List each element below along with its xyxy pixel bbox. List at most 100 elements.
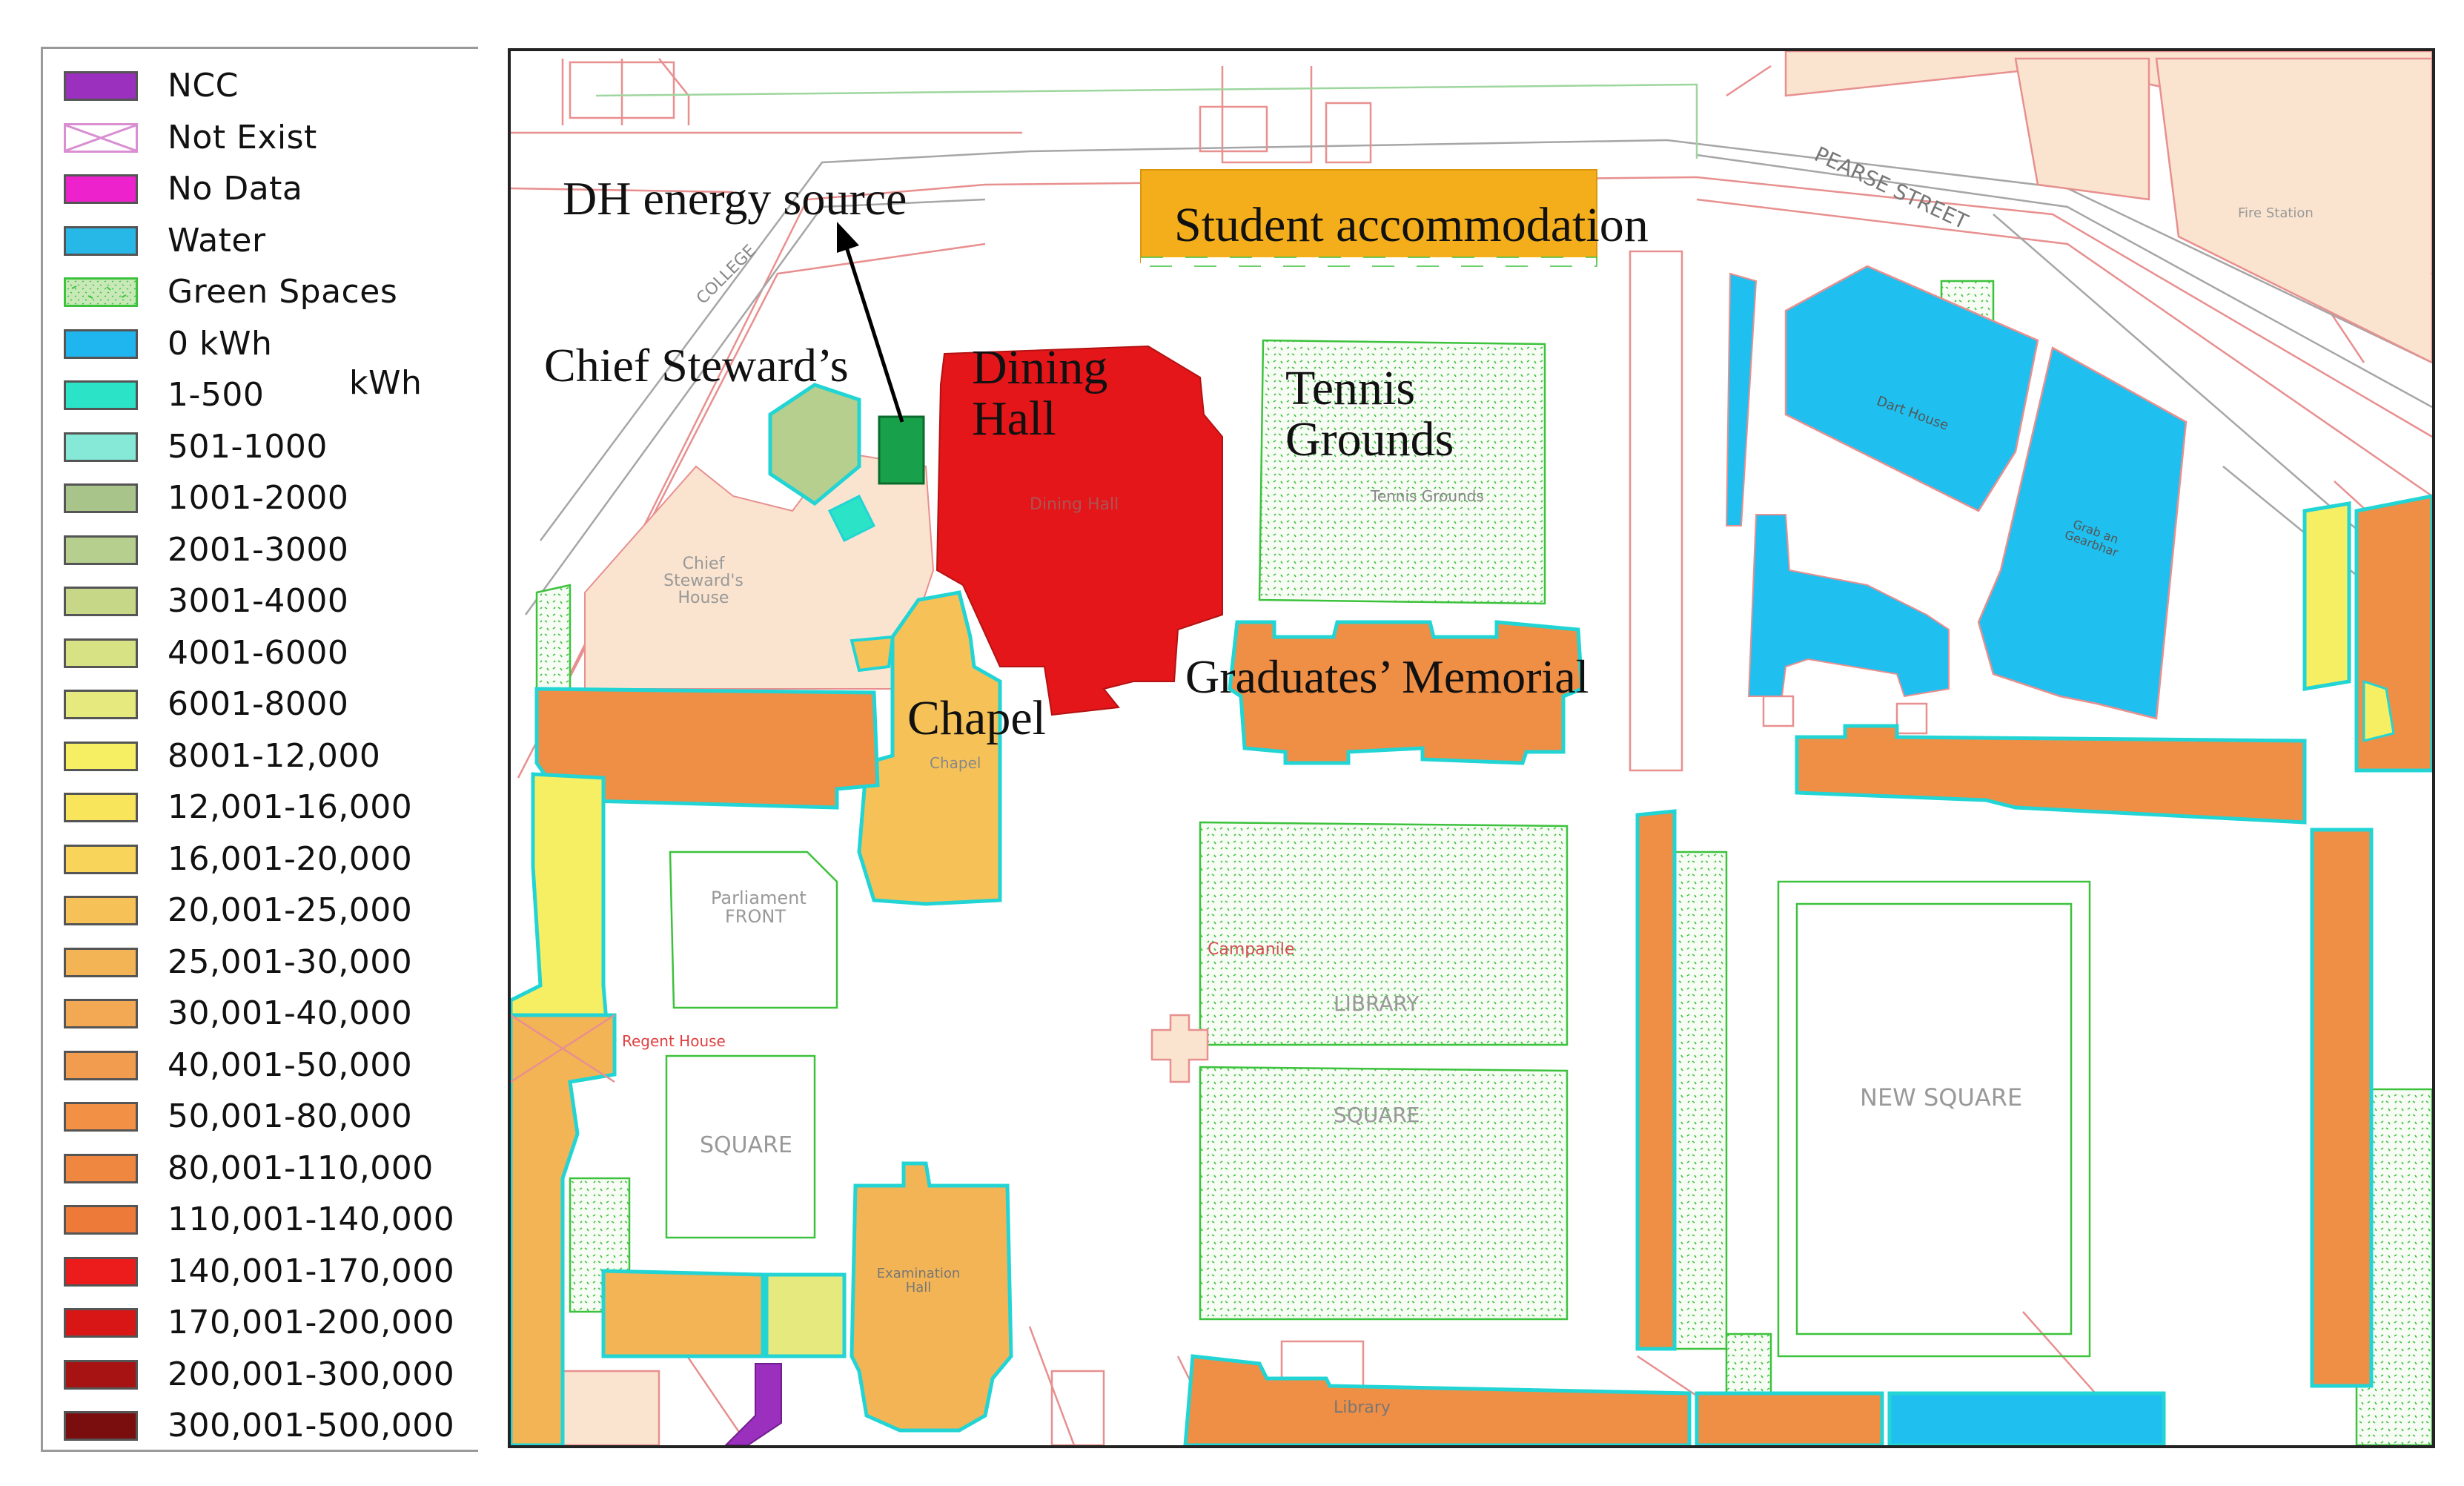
chief-stewards-building	[768, 383, 861, 506]
legend-swatch	[64, 844, 138, 874]
legend-swatch	[64, 690, 138, 719]
legend-swatch	[64, 793, 138, 822]
map-canvas	[511, 51, 2432, 1445]
bottom-orange-block-left	[601, 1269, 765, 1358]
chief-stewards-house-label: Chief Steward's House	[663, 555, 743, 608]
regent-house-building	[511, 1013, 617, 1445]
chief-stewards-label: Chief Steward’s	[544, 339, 849, 392]
legend-label: No Data	[168, 170, 303, 208]
examination-hall-building	[850, 1161, 1013, 1433]
dh-arrow-line	[842, 240, 904, 423]
legend-swatch	[64, 71, 138, 101]
legend-label: 501-1000	[168, 427, 328, 466]
legend-item: 20,001-25,000	[64, 888, 479, 933]
legend-swatch	[64, 535, 138, 565]
square-label-center: SQUARE	[1334, 1103, 1420, 1127]
legend-label: 40,001-50,000	[168, 1046, 413, 1084]
legend-label: NCC	[168, 67, 239, 105]
legend-label: 20,001-25,000	[168, 891, 413, 929]
legend-item: No Data	[64, 167, 479, 211]
tennis-small-label: Tennis Grounds	[1371, 487, 1484, 505]
student-accommodation-building	[1140, 169, 1597, 263]
legend-item: 300,001-500,000	[64, 1404, 479, 1448]
legend-label: Not Exist	[168, 118, 317, 156]
cyan-annex	[827, 494, 876, 543]
dining-hall-label: Dining Hall	[972, 340, 1108, 446]
quadrangle-outlines	[595, 83, 2091, 1358]
right-yellow-building	[2302, 501, 2351, 691]
legend-label: 50,001-80,000	[168, 1097, 413, 1135]
legend-label: 8001-12,000	[168, 736, 381, 775]
legend-swatch	[64, 122, 138, 153]
legend-label: 200,001-300,000	[168, 1355, 455, 1393]
legend-label: 16,001-20,000	[168, 839, 413, 878]
legend-swatch	[64, 174, 138, 204]
legend-item: 110,001-140,000	[64, 1198, 479, 1242]
library-green-label: LIBRARY	[1334, 991, 1420, 1016]
dh-energy-source-building	[878, 415, 925, 485]
legend-swatch	[64, 277, 138, 307]
dart-house-building	[1784, 265, 2039, 512]
legend-swatch	[64, 587, 138, 616]
ncc-parcel	[724, 1363, 782, 1445]
vertical-orange-2	[2310, 828, 2374, 1388]
legend-swatch	[64, 1102, 138, 1132]
legend-item: 80,001-110,000	[64, 1146, 479, 1191]
legend-swatch	[64, 380, 138, 410]
blue-l-building	[1747, 514, 1950, 698]
legend-label: 110,001-140,000	[168, 1201, 455, 1238]
chapel-label: Chapel	[907, 691, 1046, 745]
gate-house-building	[1977, 346, 2188, 720]
legend-item: 501-1000	[64, 425, 479, 469]
legend-item: 30,001-40,000	[64, 991, 479, 1036]
legend-item: 0 kWh	[64, 322, 479, 366]
legend-swatch	[64, 947, 138, 977]
legend-swatch	[64, 999, 138, 1028]
square-label-left: SQUARE	[700, 1132, 792, 1158]
chapel-small-label: Chapel	[930, 754, 981, 772]
fire-station-label: Fire Station	[2238, 205, 2314, 221]
legend-label: 80,001-110,000	[168, 1149, 434, 1187]
bottom-yellow-block	[764, 1272, 847, 1358]
neighbourhood-blocks	[539, 51, 2432, 1445]
legend-item: 40,001-50,000	[64, 1043, 479, 1088]
regent-house-label: Regent House	[622, 1032, 726, 1050]
library-bottom-label: Library	[1334, 1399, 1391, 1417]
legend-item: 6001-8000	[64, 682, 479, 727]
legend-label: Water	[168, 221, 266, 260]
dh-arrow-head	[837, 222, 859, 253]
legend-item: 200,001-300,000	[64, 1353, 479, 1397]
legend-item: 12,001-16,000	[64, 785, 479, 830]
legend-item: 8001-12,000	[64, 734, 479, 779]
legend-swatch	[64, 1411, 138, 1441]
graduates-memorial-building	[1228, 620, 1584, 765]
legend-swatch	[64, 896, 138, 925]
legend-swatch	[64, 432, 138, 462]
left-orange-building	[534, 687, 880, 810]
green-spaces	[535, 280, 2432, 1445]
graduates-memorial-label: Graduates’ Memorial	[1185, 650, 1589, 703]
legend-item: 2001-3000	[64, 528, 479, 572]
legend-label: 25,001-30,000	[168, 942, 413, 981]
legend-item: Not Exist	[64, 116, 479, 160]
bottom-orange-block-mid	[1695, 1391, 1884, 1445]
legend-swatch	[64, 1205, 138, 1235]
legend-label: 140,001-170,000	[168, 1252, 455, 1290]
legend-item: Water	[64, 219, 479, 263]
new-square-label: NEW SQUARE	[1860, 1083, 2023, 1112]
legend-label: 0 kWh	[168, 324, 273, 363]
campanile-label: Campanile	[1208, 940, 1295, 959]
legend-label: 1001-2000	[168, 479, 349, 517]
dh-energy-source-label: DH energy source	[563, 172, 907, 225]
legend-swatch	[64, 483, 138, 513]
legend-swatch	[64, 225, 138, 256]
legend-label: 6001-8000	[168, 685, 349, 723]
dining-hall-small-label: Dining Hall	[1030, 495, 1119, 514]
legend-swatch	[64, 1308, 138, 1338]
legend-swatch	[64, 1153, 138, 1183]
legend-item: 140,001-170,000	[64, 1249, 479, 1294]
student-accommodation-label: Student accommodation	[1174, 198, 1649, 252]
legend-item: 25,001-30,000	[64, 940, 479, 985]
vertical-orange-1	[1635, 809, 1677, 1351]
bottom-blue-building	[1887, 1391, 2166, 1445]
